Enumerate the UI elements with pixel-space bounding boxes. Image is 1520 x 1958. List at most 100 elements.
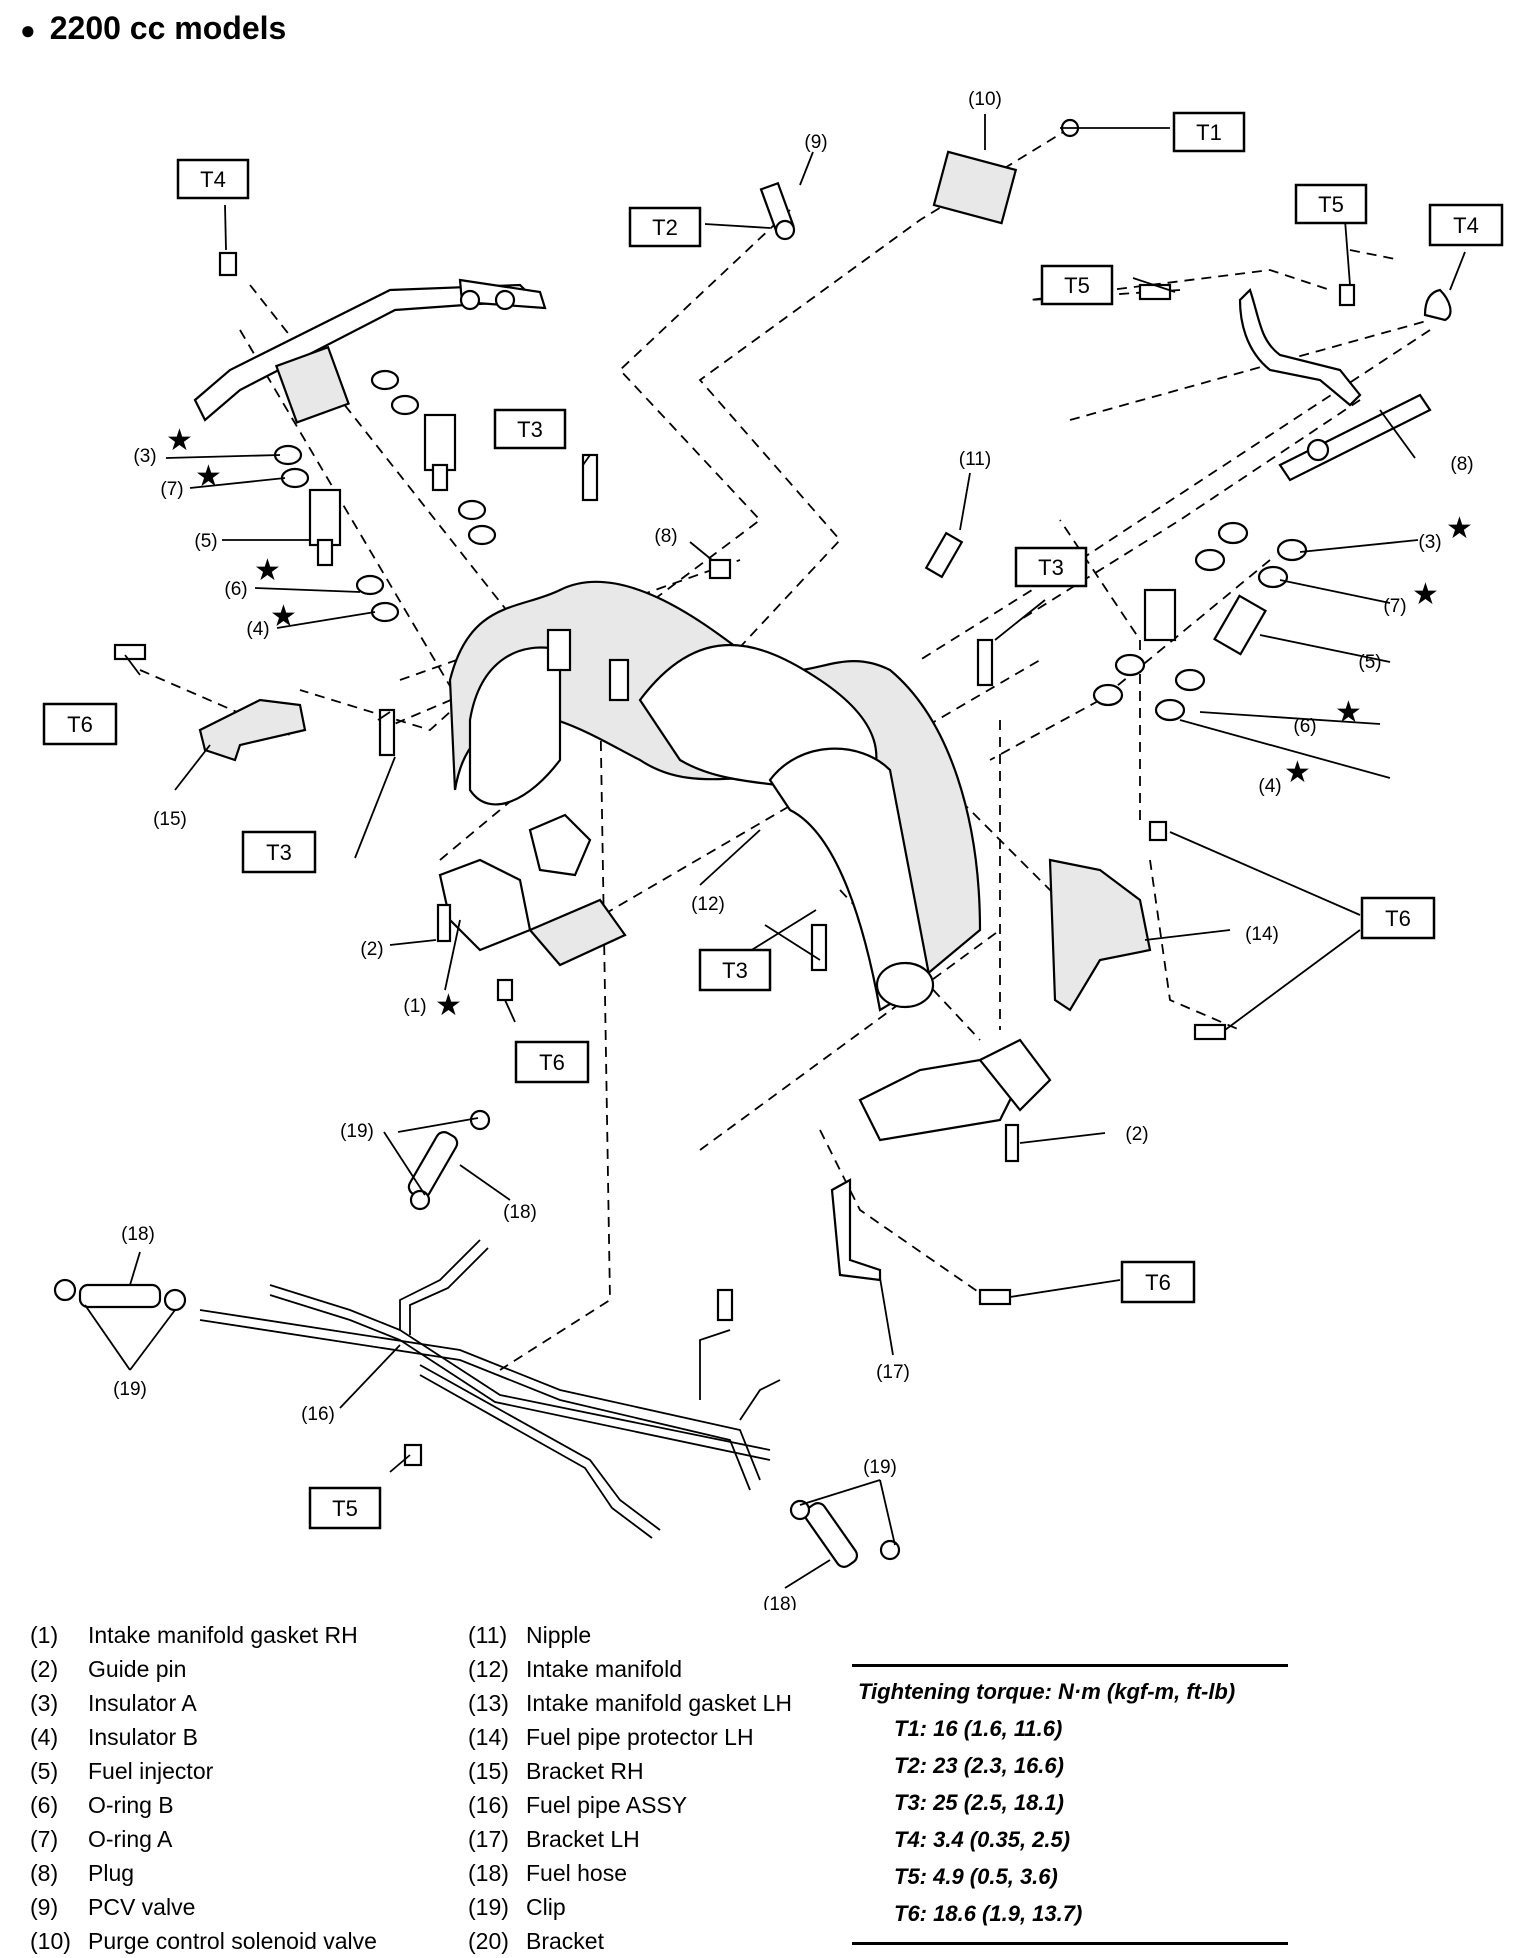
legend-column-left: (1)Intake manifold gasket RH (2)Guide pi… [30, 1618, 377, 1958]
part-label-3-right: (3) [1418, 532, 1441, 553]
callout-t6-right: T6 [1360, 896, 1436, 940]
legend-item: (3)Insulator A [30, 1686, 377, 1720]
legend-num: (2) [30, 1656, 59, 1682]
legend-item: (6) O-ring B [30, 1788, 377, 1822]
part-label-2: (2) [360, 939, 383, 960]
star-icon: ★ [1412, 577, 1439, 612]
legend-name: Guide pin [88, 1656, 187, 1682]
part-label-19-bottom: (19) [863, 1457, 897, 1478]
legend-item: (5) Fuel injector [30, 1754, 377, 1788]
legend-num: (6) [30, 1792, 59, 1818]
leader-lines [84, 114, 1466, 1589]
part-label-1: (1) [403, 996, 426, 1017]
callout-t5-label: T5 [1064, 273, 1090, 298]
torque-row-t4: T4: 3.4 (0.35, 2.5) [894, 1827, 1071, 1852]
legend-item: (13)Intake manifold gasket LH [468, 1686, 792, 1720]
callout-t4-label: T4 [1453, 213, 1479, 238]
legend-item: (11)Nipple [468, 1618, 792, 1652]
torque-table-header: Tightening torque: N·m (kgf-m, ft-lb) [858, 1679, 1236, 1704]
legend-item: (15)Bracket RH [468, 1754, 792, 1788]
part-label-8-right: (8) [1450, 454, 1473, 475]
part-number-labels: (10) (9) (3) (7) (5) (6) (4) (8) (11) (8… [113, 89, 1474, 1610]
tightening-torque-table: Tightening torque: N·m (kgf-m, ft-lb) T1… [852, 1664, 1288, 1945]
fuel-rail-rh [193, 278, 547, 424]
part-label-3: (3) [133, 446, 156, 467]
part-label-19-left: (19) [113, 1379, 147, 1400]
star-icon: ★ [1446, 511, 1473, 546]
nipple [924, 531, 964, 579]
legend-name: Insulator B [88, 1724, 198, 1750]
part-label-10: (10) [968, 89, 1002, 110]
page-title: ●2200 cc models [20, 10, 286, 47]
replace-stars: ★ ★ ★ ★ ★ ★ ★ ★ ★ [166, 423, 1473, 1023]
part-label-12: (12) [691, 894, 725, 915]
part-label-6-right: (6) [1293, 716, 1316, 737]
legend-name: Plug [88, 1860, 135, 1886]
callout-t3-left: T3 [241, 830, 317, 874]
part-label-18-top: (18) [503, 1202, 537, 1223]
legend-item: (16)Fuel pipe ASSY [468, 1788, 792, 1822]
legend-item: (17)Bracket LH [468, 1822, 792, 1856]
legend-name: Fuel pipe protector LH [526, 1724, 754, 1750]
legend-item: (19)Clip [468, 1890, 792, 1924]
legend-num: (5) [30, 1758, 59, 1784]
part-label-6: (6) [224, 579, 247, 600]
callout-t4-left: T4 [176, 158, 250, 200]
legend-name: Intake manifold [526, 1656, 682, 1682]
legend-name: Fuel pipe ASSY [526, 1792, 688, 1818]
legend-name: Fuel hose [526, 1860, 628, 1886]
legend-item: (12)Intake manifold [468, 1652, 792, 1686]
legend-num: (20) [468, 1928, 509, 1954]
legend-num: (17) [468, 1826, 509, 1852]
callout-t1: T1 [1172, 111, 1246, 153]
fuel-injectors-lh [1092, 521, 1308, 722]
callout-t6-bottom: T6 [1120, 1260, 1196, 1304]
callout-t3-top: T3 [493, 408, 567, 450]
part-label-5-right: (5) [1358, 652, 1381, 673]
callout-t5-middle: T5 [1040, 264, 1114, 306]
callout-t5-upper-right: T5 [1294, 183, 1368, 225]
legend-item: (4) Insulator B [30, 1720, 377, 1754]
title-text: 2200 cc models [49, 10, 287, 46]
callout-t5-bottom: T5 [308, 1486, 382, 1530]
bracket-rh [198, 698, 627, 967]
callout-t6-center: T6 [514, 1040, 590, 1084]
legend-num: (4) [30, 1724, 59, 1750]
torque-row-t1: T1: 16 (1.6, 11.6) [894, 1716, 1063, 1741]
callout-t3-label: T3 [1038, 555, 1064, 580]
intake-manifold [448, 580, 982, 1012]
legend-item: (20)Bracket [468, 1924, 792, 1958]
fuel-pipe-assy [199, 1239, 781, 1539]
part-label-9: (9) [804, 132, 827, 153]
legend-name: Fuel injector [88, 1758, 214, 1784]
callout-t3-lower: T3 [698, 948, 772, 992]
part-label-2-right: (2) [1125, 1124, 1148, 1145]
part-label-4: (4) [246, 619, 269, 640]
legend-num: (13) [468, 1690, 509, 1716]
callout-t4-label: T4 [200, 167, 226, 192]
star-icon: ★ [254, 553, 281, 588]
fuel-rail-lh [1238, 287, 1432, 482]
legend-item: (14) Fuel pipe protector LH [468, 1720, 792, 1754]
legend-num: (1) [30, 1622, 59, 1648]
intake-manifold-gaskets [438, 813, 1052, 1142]
legend-name: O-ring B [88, 1792, 174, 1818]
part-label-7-right: (7) [1383, 596, 1406, 617]
legend-item: (9)PCV valve [30, 1890, 377, 1924]
legend-num: (14) [468, 1724, 509, 1750]
legend-name: Insulator A [88, 1690, 197, 1716]
callout-t2-label: T2 [652, 215, 678, 240]
legend-num: (18) [468, 1860, 509, 1886]
torque-row-t5: T5: 4.9 (0.5, 3.6) [894, 1864, 1058, 1889]
torque-row-t3: T3: 25 (2.5, 18.1) [894, 1790, 1064, 1815]
star-icon: ★ [195, 459, 222, 494]
part-label-18-left: (18) [121, 1224, 155, 1245]
pcv-valve [759, 181, 796, 241]
legend-item: (2) Guide pin [30, 1652, 377, 1686]
star-icon: ★ [1284, 755, 1311, 790]
legend-name: PCV valve [88, 1894, 196, 1920]
clips [53, 1109, 901, 1561]
star-icon: ★ [166, 423, 193, 458]
torque-row-t2: T2: 23 (2.3, 16.6) [894, 1753, 1064, 1778]
fuel-hoses [78, 1131, 859, 1568]
